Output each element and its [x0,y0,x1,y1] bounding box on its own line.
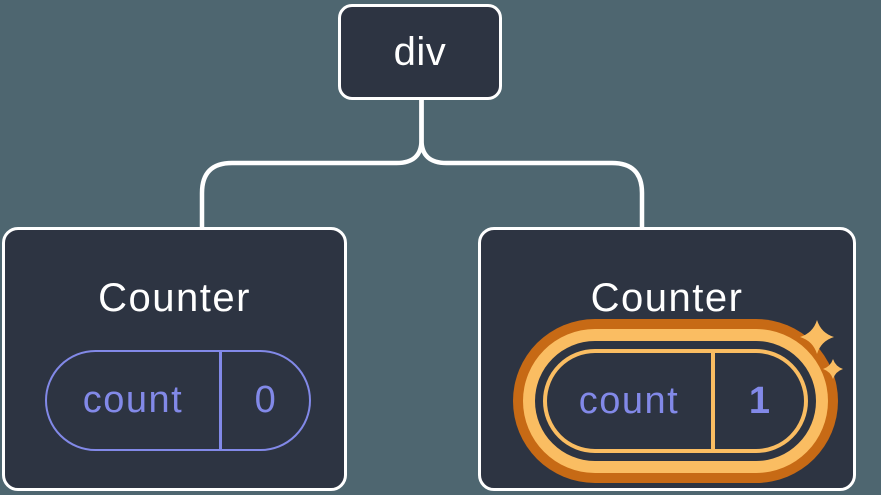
sparkle-large [800,320,834,354]
connector-left-branch [199,97,424,232]
counter-card-right: Counter count 1 [478,227,856,491]
state-pill-highlighted: count 1 [543,349,808,453]
root-node-label: div [393,29,447,74]
pill-divider [711,353,715,449]
sparkles-icon [800,320,843,379]
state-pill: count 0 [45,350,311,451]
pill-divider [219,352,222,449]
state-value: 0 [254,379,276,421]
counter-title: Counter [98,276,251,320]
counter-title: Counter [590,276,744,320]
state-key-label: count [578,379,680,422]
counter-card-left: Counter count 0 [2,227,347,491]
connector-right-branch [419,97,645,232]
root-node-div: div [338,4,502,100]
state-value: 1 [748,379,771,422]
sparkle-small [823,359,843,379]
state-key-label: count [82,379,184,421]
